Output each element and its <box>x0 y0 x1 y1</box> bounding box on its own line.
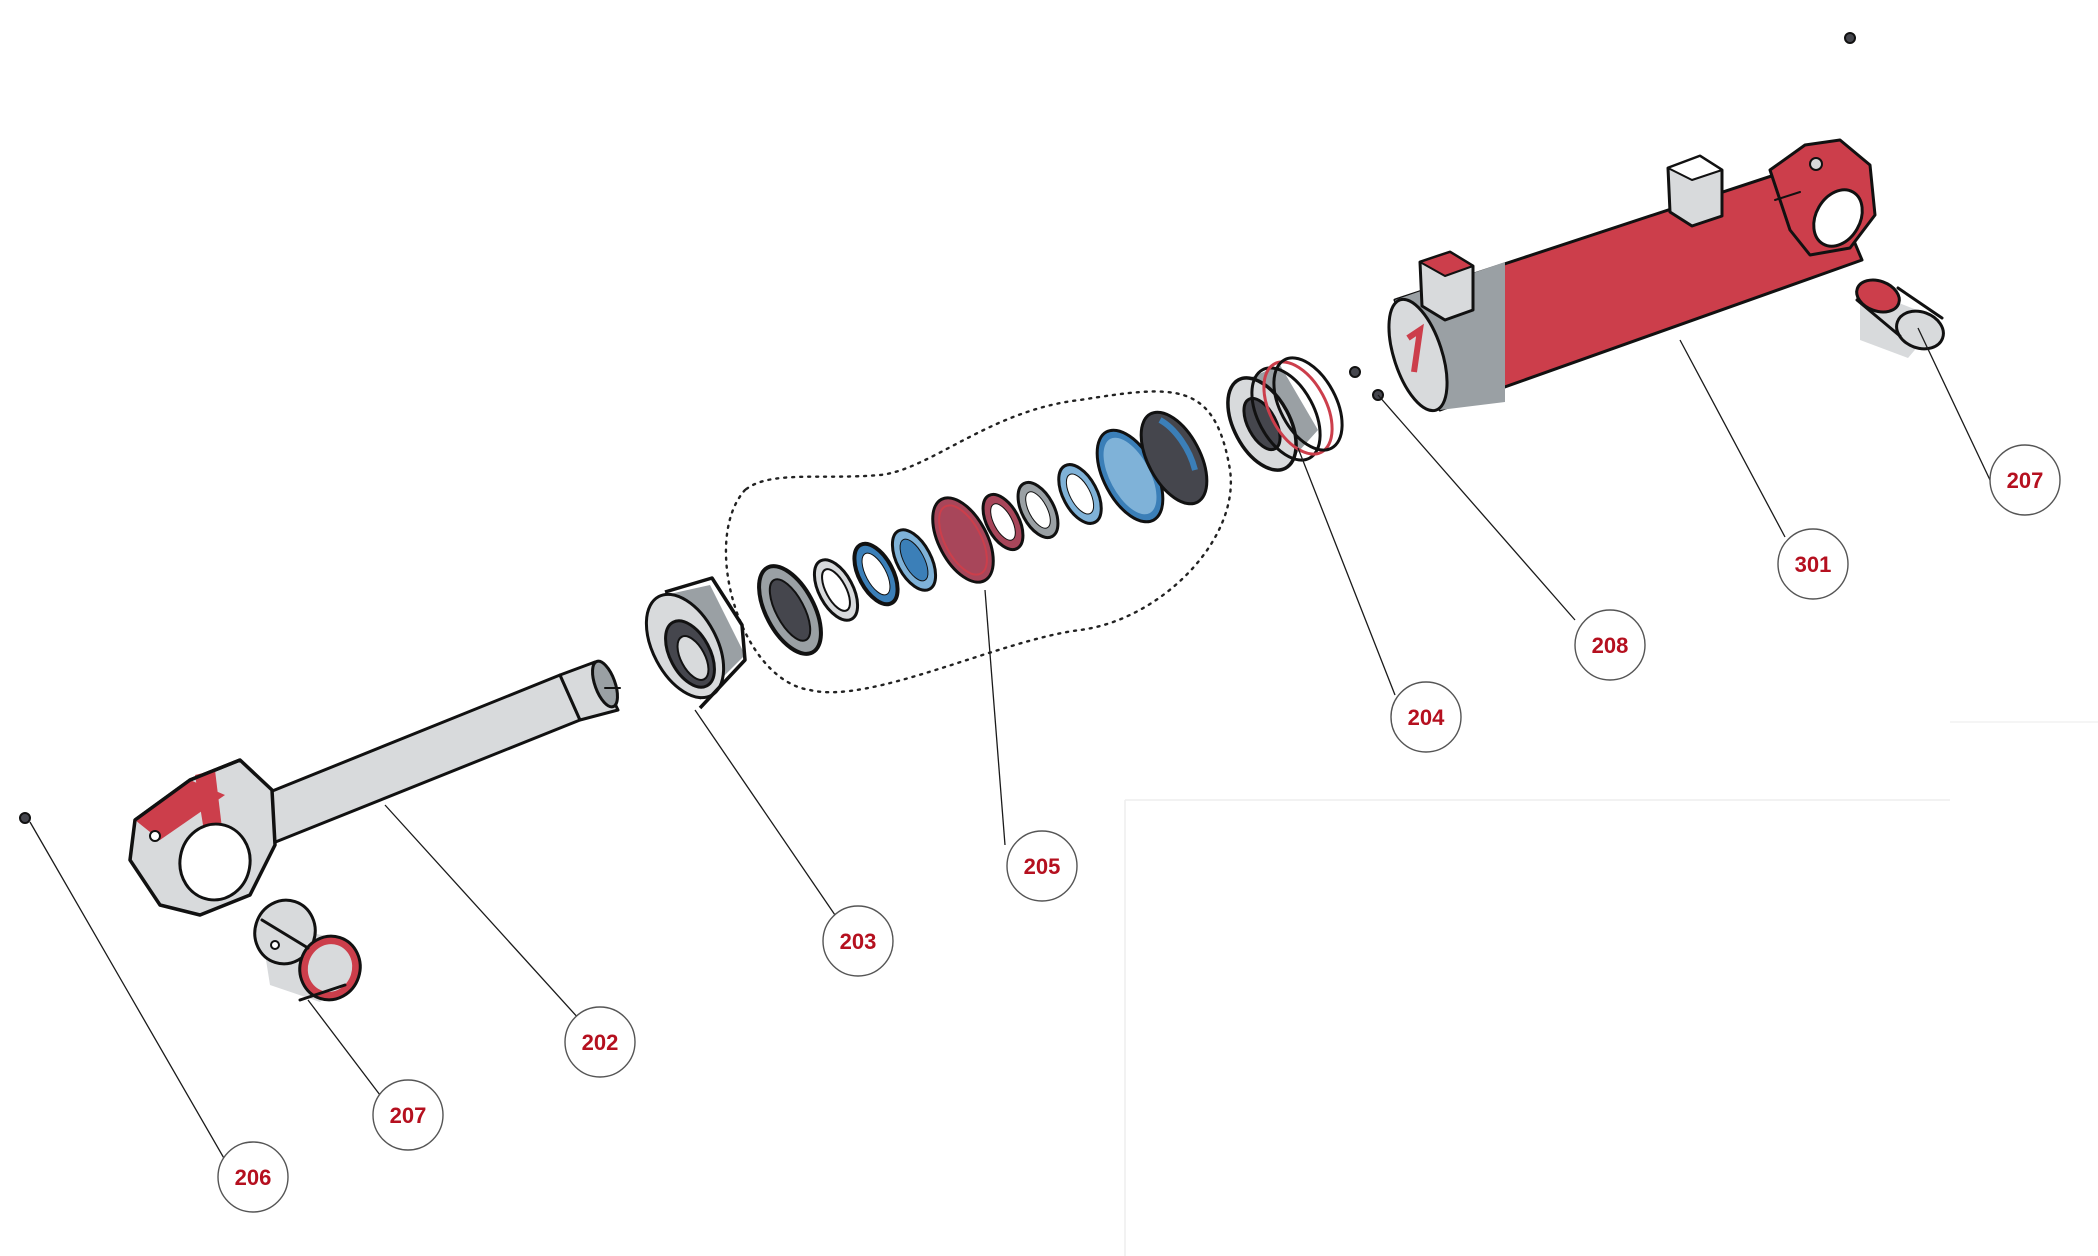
callout-205[interactable]: 205 <box>1006 830 1078 902</box>
bushing-207-left[interactable] <box>247 892 369 1007</box>
callout-207-left-label: 207 <box>390 1103 427 1128</box>
callout-206[interactable]: 206 <box>217 1141 289 1213</box>
callout-203[interactable]: 203 <box>822 905 894 977</box>
callout-205-label: 205 <box>1024 854 1061 879</box>
callout-203-label: 203 <box>840 929 877 954</box>
callout-207-right[interactable]: 207 <box>1989 444 2061 516</box>
callout-301-label: 301 <box>1795 552 1832 577</box>
callout-202-label: 202 <box>582 1030 619 1055</box>
callout-204[interactable]: 204 <box>1390 681 1462 753</box>
callout-206-label: 206 <box>235 1165 272 1190</box>
piston-204[interactable] <box>1214 347 1356 482</box>
leader-lines <box>29 327 1991 1161</box>
bushing-207-right[interactable] <box>1852 274 1949 358</box>
plug-top-right <box>1844 32 1856 44</box>
callout-301[interactable]: 301 <box>1777 528 1849 600</box>
callout-204-label: 204 <box>1408 705 1445 730</box>
callout-208-label: 208 <box>1592 633 1629 658</box>
cylinder-barrel-301[interactable] <box>1377 138 1877 418</box>
piston-rod-202[interactable] <box>128 658 623 917</box>
callout-207-right-label: 207 <box>2007 468 2044 493</box>
callout-202[interactable]: 202 <box>564 1006 636 1078</box>
callout-207-left[interactable]: 207 <box>372 1079 444 1151</box>
grease-nipple-206[interactable] <box>19 812 31 824</box>
seal-kit-205[interactable] <box>724 390 1233 694</box>
gland-203[interactable] <box>630 576 747 710</box>
callout-208[interactable]: 208 <box>1574 609 1646 681</box>
